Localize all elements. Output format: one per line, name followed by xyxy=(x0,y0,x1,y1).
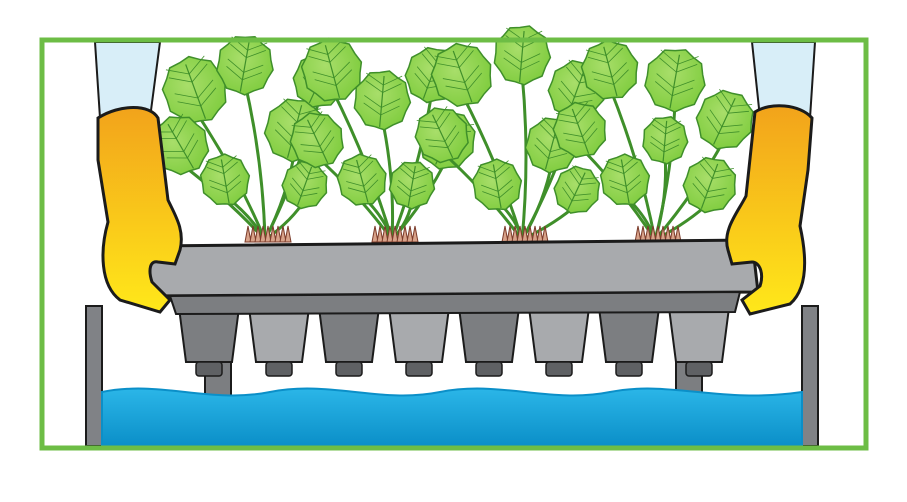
tray-cell-drain xyxy=(405,361,433,377)
leaf xyxy=(682,156,737,214)
leaf xyxy=(471,158,523,211)
leaf xyxy=(414,106,469,164)
seedling-plants xyxy=(150,25,754,243)
leaf xyxy=(642,116,689,165)
leaf xyxy=(336,153,387,206)
tray-cell-drain xyxy=(475,361,503,377)
leaf xyxy=(430,42,492,108)
left-glove-icon xyxy=(96,106,183,314)
leaf xyxy=(599,153,651,206)
tray-cell-drain xyxy=(335,361,363,377)
right-post xyxy=(801,305,819,447)
seedling-crown xyxy=(371,225,419,243)
leaf xyxy=(289,111,344,169)
seedling-crown xyxy=(244,225,292,243)
tray-rim xyxy=(148,238,760,298)
left-post xyxy=(85,305,103,447)
water-icon xyxy=(101,387,803,447)
leaf xyxy=(199,153,251,206)
leaf xyxy=(695,89,754,150)
tray-cell xyxy=(316,299,382,377)
right-glove-icon xyxy=(725,104,814,316)
tray-cell xyxy=(456,299,522,377)
leaf xyxy=(300,37,363,102)
leaf xyxy=(644,49,706,113)
tray-cell-drain xyxy=(545,361,573,377)
leaf xyxy=(161,55,227,124)
tray-cell-drain xyxy=(265,361,293,377)
tray-lower-lip xyxy=(168,290,742,316)
leaf xyxy=(216,36,274,96)
seedling-icon xyxy=(552,39,754,243)
frame-border xyxy=(39,37,869,451)
tray-cell xyxy=(246,299,312,377)
tray-cell xyxy=(176,299,242,377)
leaf xyxy=(580,39,639,100)
leaf xyxy=(388,161,436,210)
tray-cells xyxy=(176,299,732,377)
leaf xyxy=(552,101,607,159)
leaf xyxy=(553,165,601,214)
leaf xyxy=(353,70,412,131)
tray-cell-drain xyxy=(615,361,643,377)
tray-cell-drain xyxy=(685,361,713,377)
tray-cell-drain xyxy=(195,361,223,377)
leaf xyxy=(281,160,328,210)
